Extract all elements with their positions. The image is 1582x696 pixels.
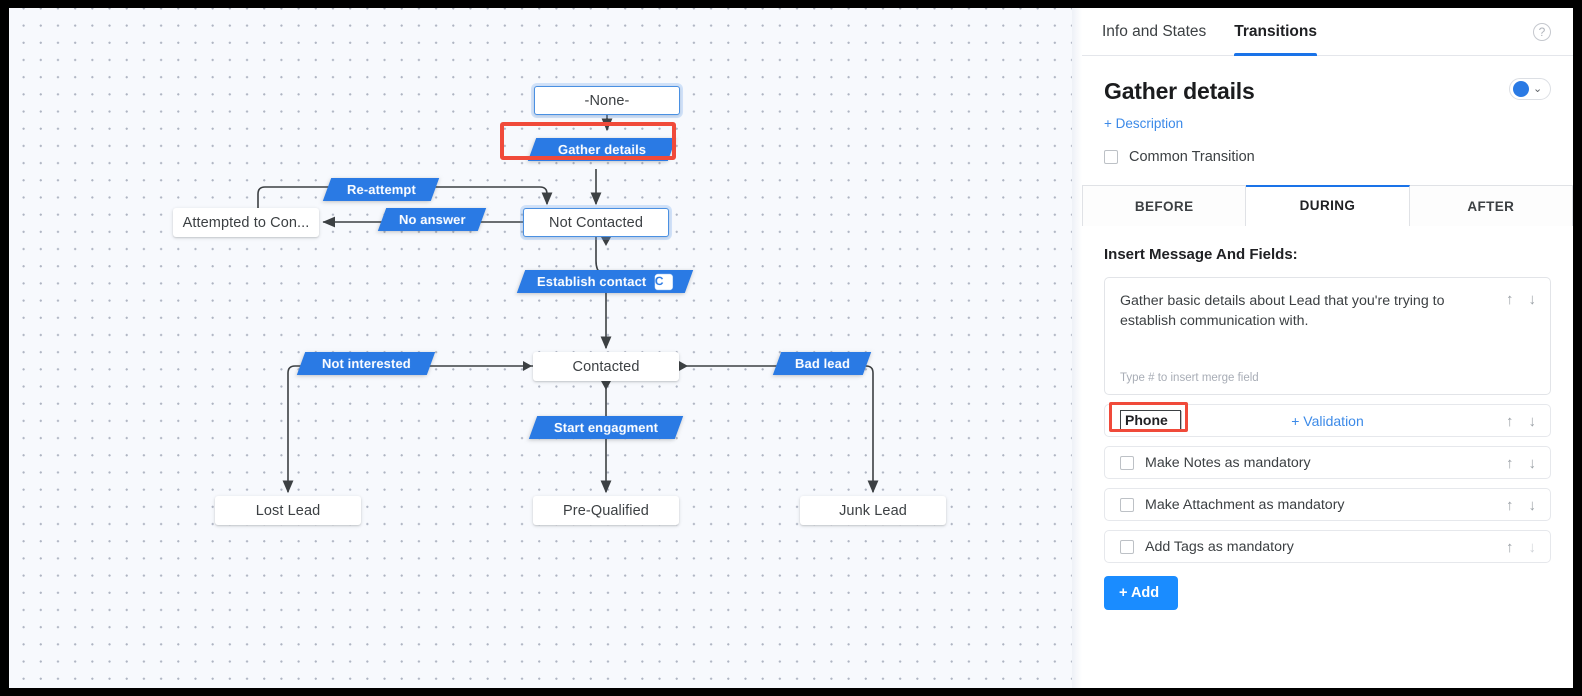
- move-up-icon[interactable]: ↑: [1506, 291, 1514, 308]
- stage-tabs: BEFORE DURING AFTER: [1082, 185, 1573, 226]
- add-description-link[interactable]: + Description: [1104, 116, 1184, 131]
- node-label: Contacted: [572, 358, 640, 375]
- transition-label: No answer: [398, 212, 466, 227]
- transition-status-toggle[interactable]: ⌄: [1509, 78, 1551, 100]
- field-row-make-attachment-mandatory[interactable]: Make Attachment as mandatory ↑ ↓: [1104, 488, 1551, 521]
- tab-label: Info and States: [1102, 22, 1207, 40]
- panel-title-row: Gather details + Description ⌄: [1082, 56, 1573, 133]
- node-attempted-to-contact[interactable]: Attempted to Con...: [173, 208, 319, 237]
- row-reorder-arrows: ↑ ↓: [1506, 414, 1536, 429]
- node-label: Not Contacted: [549, 214, 643, 231]
- tab-label: BEFORE: [1134, 199, 1194, 214]
- flowchart-canvas[interactable]: -None- Not Contacted Attempted to Con...…: [9, 8, 1072, 688]
- transition-start-engagment[interactable]: Start engagment: [528, 416, 684, 439]
- transition-establish-contact[interactable]: Establish contact C: [516, 270, 694, 293]
- node-label: Lost Lead: [255, 502, 321, 519]
- tab-after[interactable]: AFTER: [1409, 185, 1573, 226]
- transitions-panel: Info and States Transitions ? Gather det…: [1082, 8, 1573, 688]
- panel-body: Insert Message And Fields: Gather basic …: [1082, 226, 1573, 610]
- row-reorder-arrows: ↑ ↓: [1506, 540, 1536, 555]
- row-label: Make Attachment as mandatory: [1145, 496, 1345, 513]
- add-button[interactable]: + Add: [1104, 576, 1179, 610]
- chevron-down-icon: ⌄: [1533, 82, 1543, 95]
- transition-label: Start engagment: [553, 420, 659, 435]
- tab-before[interactable]: BEFORE: [1082, 185, 1247, 226]
- transition-label: Bad lead: [794, 356, 850, 371]
- row-reorder-arrows: ↑ ↓: [1506, 498, 1536, 513]
- node-label: Pre-Qualified: [563, 502, 649, 519]
- add-validation-link[interactable]: + Validation: [1291, 412, 1364, 429]
- node-label: Attempted to Con...: [182, 214, 310, 231]
- common-transition-row[interactable]: Common Transition: [1082, 133, 1573, 165]
- transition-re-attempt[interactable]: Re-attempt: [322, 178, 440, 201]
- help-icon[interactable]: ?: [1533, 23, 1551, 41]
- message-text[interactable]: Gather basic details about Lead that you…: [1120, 293, 1445, 330]
- move-up-icon[interactable]: ↑: [1506, 413, 1514, 430]
- tab-transitions[interactable]: Transitions: [1234, 8, 1317, 56]
- message-reorder-arrows: ↑ ↓: [1506, 292, 1536, 307]
- node-pre-qualified[interactable]: Pre-Qualified: [533, 496, 679, 525]
- tab-label: AFTER: [1467, 199, 1515, 214]
- move-up-icon[interactable]: ↑: [1506, 539, 1514, 556]
- node-not-contacted[interactable]: Not Contacted: [523, 208, 669, 237]
- move-down-icon[interactable]: ↓: [1528, 539, 1537, 556]
- transition-bad-lead[interactable]: Bad lead: [772, 352, 872, 375]
- tab-label: DURING: [1299, 198, 1356, 213]
- node-lost-lead[interactable]: Lost Lead: [215, 496, 361, 525]
- row-label: Make Notes as mandatory: [1145, 454, 1311, 471]
- transition-not-interested[interactable]: Not interested: [296, 352, 436, 375]
- move-down-icon[interactable]: ↓: [1528, 413, 1537, 430]
- move-down-icon[interactable]: ↓: [1528, 455, 1537, 472]
- notes-mandatory-checkbox[interactable]: [1120, 455, 1134, 470]
- node-junk-lead[interactable]: Junk Lead: [800, 496, 946, 525]
- page-title: Gather details: [1104, 78, 1255, 104]
- field-row-add-tags-mandatory[interactable]: Add Tags as mandatory ↑ ↓: [1104, 530, 1551, 563]
- canvas-panel-divider: [1072, 8, 1082, 688]
- section-heading: Insert Message And Fields:: [1104, 246, 1298, 263]
- tab-info-and-states[interactable]: Info and States: [1102, 8, 1206, 56]
- move-down-icon[interactable]: ↓: [1528, 291, 1537, 308]
- transition-label: Not interested: [321, 356, 411, 371]
- node-none[interactable]: -None-: [534, 86, 680, 115]
- attachment-mandatory-checkbox[interactable]: [1120, 497, 1134, 512]
- panel-tabbar: Info and States Transitions ?: [1082, 8, 1573, 56]
- common-transition-label: Common Transition: [1129, 149, 1255, 165]
- row-label: Add Tags as mandatory: [1145, 538, 1294, 555]
- tags-mandatory-checkbox[interactable]: [1120, 539, 1134, 554]
- transition-label: Gather details: [557, 142, 647, 157]
- merge-field-hint: Type # to insert merge field: [1120, 372, 1259, 384]
- row-reorder-arrows: ↑ ↓: [1506, 456, 1536, 471]
- tab-during[interactable]: DURING: [1246, 185, 1410, 226]
- common-transition-checkbox[interactable]: [1104, 150, 1118, 164]
- field-row-make-notes-mandatory[interactable]: Make Notes as mandatory ↑ ↓: [1104, 446, 1551, 479]
- node-label: -None-: [584, 92, 630, 109]
- move-up-icon[interactable]: ↑: [1506, 497, 1514, 514]
- toggle-knob-icon: [1513, 81, 1529, 97]
- transition-gather-details[interactable]: Gather details: [527, 138, 677, 161]
- help-glyph: ?: [1538, 25, 1546, 39]
- tab-label: Transitions: [1234, 22, 1317, 40]
- transition-no-answer[interactable]: No answer: [377, 208, 487, 231]
- field-row-phone[interactable]: Phone + Validation ↑ ↓: [1104, 402, 1551, 437]
- move-up-icon[interactable]: ↑: [1506, 455, 1514, 472]
- app-frame: -None- Not Contacted Attempted to Con...…: [9, 8, 1573, 688]
- transition-label: Re-attempt: [346, 182, 416, 197]
- move-down-icon[interactable]: ↓: [1528, 497, 1537, 514]
- phone-field-chip[interactable]: Phone: [1120, 410, 1181, 431]
- transition-label: Establish contact: [536, 274, 647, 289]
- common-transition-badge-icon: C: [655, 273, 674, 290]
- node-contacted[interactable]: Contacted: [533, 352, 679, 381]
- node-label: Junk Lead: [839, 502, 907, 519]
- message-field[interactable]: Gather basic details about Lead that you…: [1104, 277, 1551, 395]
